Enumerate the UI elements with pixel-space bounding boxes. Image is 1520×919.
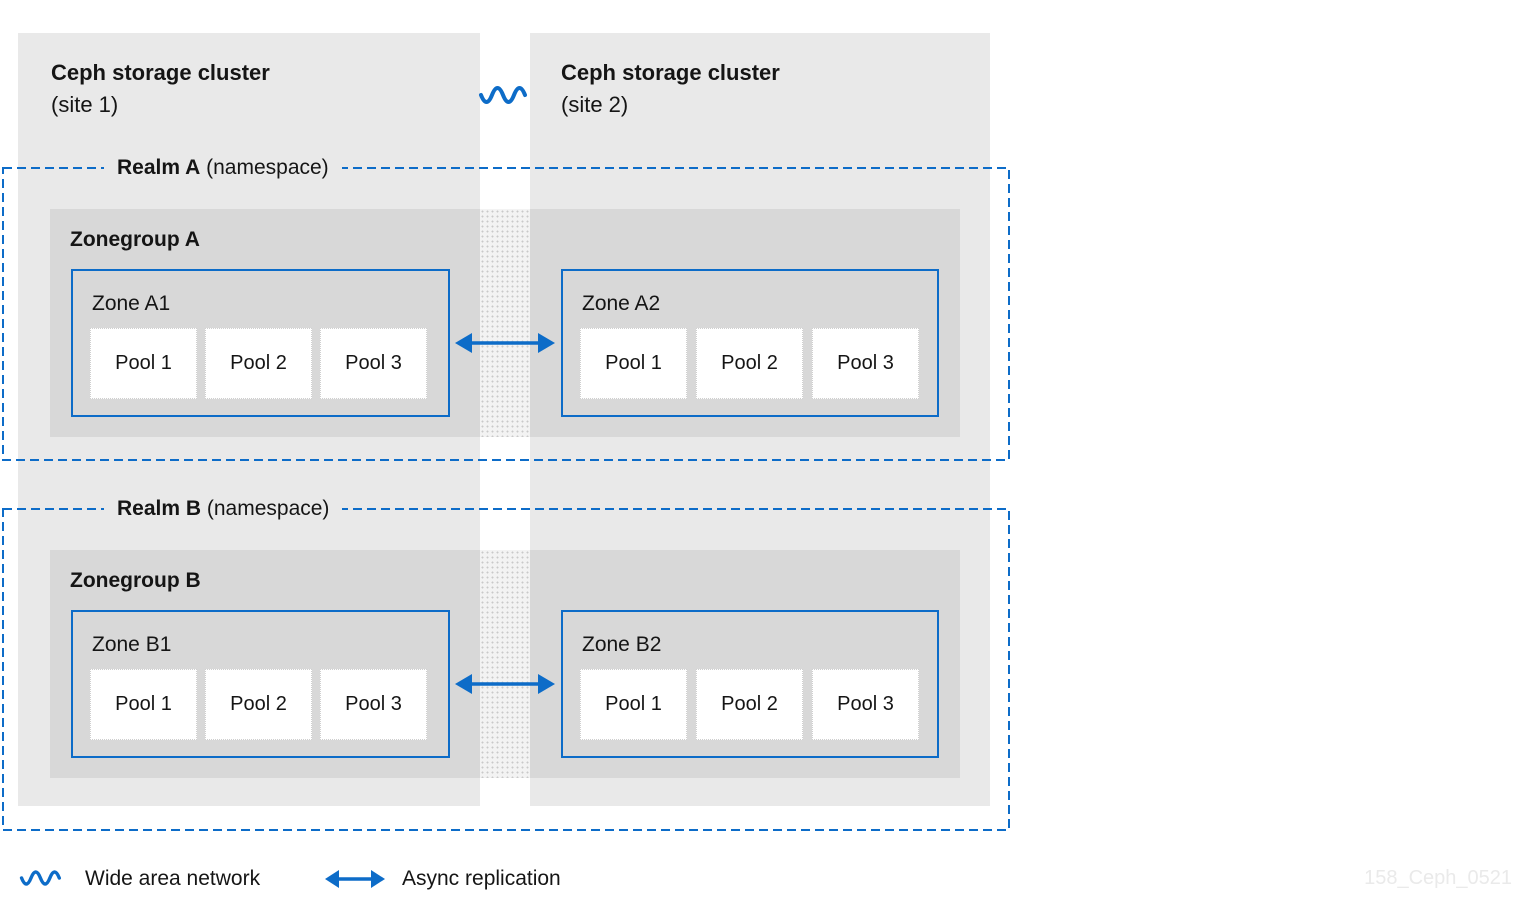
legend-wan-label: Wide area network bbox=[85, 867, 261, 890]
site1-title-sub: (site 1) bbox=[51, 92, 119, 117]
zone-b1-pool-1: Pool 1 bbox=[90, 669, 197, 740]
pool-label: Pool 3 bbox=[345, 693, 402, 715]
pool-label: Pool 1 bbox=[605, 352, 662, 374]
async-replication-arrow-a-icon bbox=[455, 333, 555, 353]
site1-title: Ceph storage cluster (site 1) bbox=[51, 57, 270, 121]
site2-title-main: Ceph storage cluster bbox=[561, 60, 780, 85]
zone-b2-label: Zone B2 bbox=[582, 633, 662, 656]
legend-wan-wave-icon bbox=[19, 870, 61, 886]
pool-label: Pool 2 bbox=[230, 352, 287, 374]
pool-label: Pool 3 bbox=[345, 352, 402, 374]
legend-async-arrow-icon bbox=[325, 870, 385, 888]
pool-label: Pool 2 bbox=[721, 693, 778, 715]
zonegroup-b: Zonegroup B Zone B1 Pool 1 Pool 2 Pool 3… bbox=[50, 550, 960, 778]
pool-label: Pool 1 bbox=[605, 693, 662, 715]
zone-b1-pool-2: Pool 2 bbox=[205, 669, 312, 740]
zone-a2-label: Zone A2 bbox=[582, 292, 661, 315]
realm-a-name: Realm A bbox=[117, 156, 201, 179]
realm-a-label: Realm A (namespace) bbox=[104, 152, 342, 184]
pool-label: Pool 1 bbox=[115, 352, 172, 374]
zone-a2: Zone A2 Pool 1 Pool 2 Pool 3 bbox=[561, 269, 939, 417]
legend-async-label: Async replication bbox=[402, 867, 561, 890]
pool-label: Pool 3 bbox=[837, 352, 894, 374]
async-replication-arrow-b-icon bbox=[455, 674, 555, 694]
wan-wave-icon bbox=[479, 86, 527, 104]
zone-b1-pool-3: Pool 3 bbox=[320, 669, 427, 740]
zone-a2-pool-3: Pool 3 bbox=[812, 328, 919, 399]
pool-label: Pool 2 bbox=[721, 352, 778, 374]
realm-b-label: Realm B (namespace) bbox=[104, 493, 343, 525]
zone-b2-pool-1: Pool 1 bbox=[580, 669, 687, 740]
zone-a1-pool-2: Pool 2 bbox=[205, 328, 312, 399]
diagram-watermark: 158_Ceph_0521 bbox=[1364, 867, 1512, 889]
realm-a-border bbox=[2, 167, 1010, 461]
realm-b-border bbox=[2, 508, 1010, 831]
zonegroup-a: Zonegroup A Zone A1 Pool 1 Pool 2 Pool 3… bbox=[50, 209, 960, 437]
zone-a2-pool-2: Pool 2 bbox=[696, 328, 803, 399]
zone-a1-pool-3: Pool 3 bbox=[320, 328, 427, 399]
zone-a1: Zone A1 Pool 1 Pool 2 Pool 3 bbox=[71, 269, 450, 417]
realm-a-suffix: (namespace) bbox=[206, 156, 329, 179]
zone-a1-pool-1: Pool 1 bbox=[90, 328, 197, 399]
zone-a2-pool-1: Pool 1 bbox=[580, 328, 687, 399]
realm-b-name: Realm B bbox=[117, 497, 202, 520]
zone-b2-pool-2: Pool 2 bbox=[696, 669, 803, 740]
zone-b1: Zone B1 Pool 1 Pool 2 Pool 3 bbox=[71, 610, 450, 758]
zone-b2: Zone B2 Pool 1 Pool 2 Pool 3 bbox=[561, 610, 939, 758]
pool-label: Pool 1 bbox=[115, 693, 172, 715]
site2-title-sub: (site 2) bbox=[561, 92, 629, 117]
realm-b-suffix: (namespace) bbox=[206, 497, 330, 520]
zonegroup-b-label: Zonegroup B bbox=[70, 569, 201, 592]
site2-title: Ceph storage cluster (site 2) bbox=[561, 57, 780, 121]
site1-title-main: Ceph storage cluster bbox=[51, 60, 270, 85]
zone-b1-label: Zone B1 bbox=[92, 633, 172, 656]
zone-a1-label: Zone A1 bbox=[92, 292, 171, 315]
zonegroup-b-wan-gap bbox=[480, 550, 530, 778]
pool-label: Pool 2 bbox=[230, 693, 287, 715]
zonegroup-a-wan-gap bbox=[480, 209, 530, 437]
pool-label: Pool 3 bbox=[837, 693, 894, 715]
zonegroup-a-label: Zonegroup A bbox=[70, 228, 200, 251]
zone-b2-pool-3: Pool 3 bbox=[812, 669, 919, 740]
